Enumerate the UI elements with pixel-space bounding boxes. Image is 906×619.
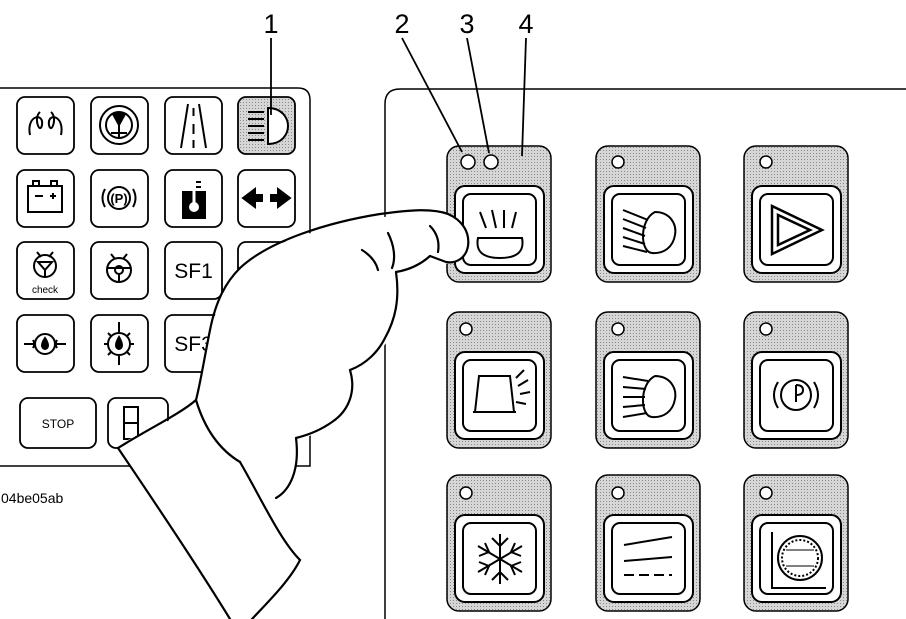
steering-warning-icon	[100, 106, 138, 144]
indicator-led	[612, 156, 624, 168]
indicator-led	[460, 323, 472, 335]
callout-number-1: 1	[263, 9, 278, 39]
hazard-button[interactable]	[744, 146, 848, 282]
indicator-led	[760, 487, 772, 499]
indicator-led	[760, 323, 772, 335]
callout-number-4: 4	[518, 9, 533, 39]
left-key-battery[interactable]	[17, 170, 74, 227]
wiper-button[interactable]	[596, 475, 700, 611]
left-key-steering[interactable]	[91, 242, 148, 299]
figure-code: 04be05ab	[1, 490, 64, 506]
callout-number-2: 2	[394, 9, 409, 39]
indicator-led	[760, 156, 772, 168]
indicator-led	[460, 487, 472, 499]
tachograph-button[interactable]	[744, 475, 848, 611]
indicator-led	[612, 323, 624, 335]
indicator-led	[612, 487, 624, 499]
stop-label: STOP	[42, 417, 74, 431]
callout-line-2	[402, 38, 462, 152]
callout-line-4	[522, 38, 526, 156]
callout-number-3: 3	[459, 9, 474, 39]
sf1-label: SF1	[174, 260, 213, 283]
indicator-led-2	[461, 155, 475, 169]
callout-line-3	[467, 38, 489, 153]
indicator-led-3	[484, 155, 498, 169]
steering-check-label: check	[32, 285, 59, 296]
low-beam-button[interactable]	[596, 146, 700, 282]
left-key-glow-plug[interactable]	[17, 97, 74, 154]
parking-brake-label: (P)	[110, 191, 127, 206]
